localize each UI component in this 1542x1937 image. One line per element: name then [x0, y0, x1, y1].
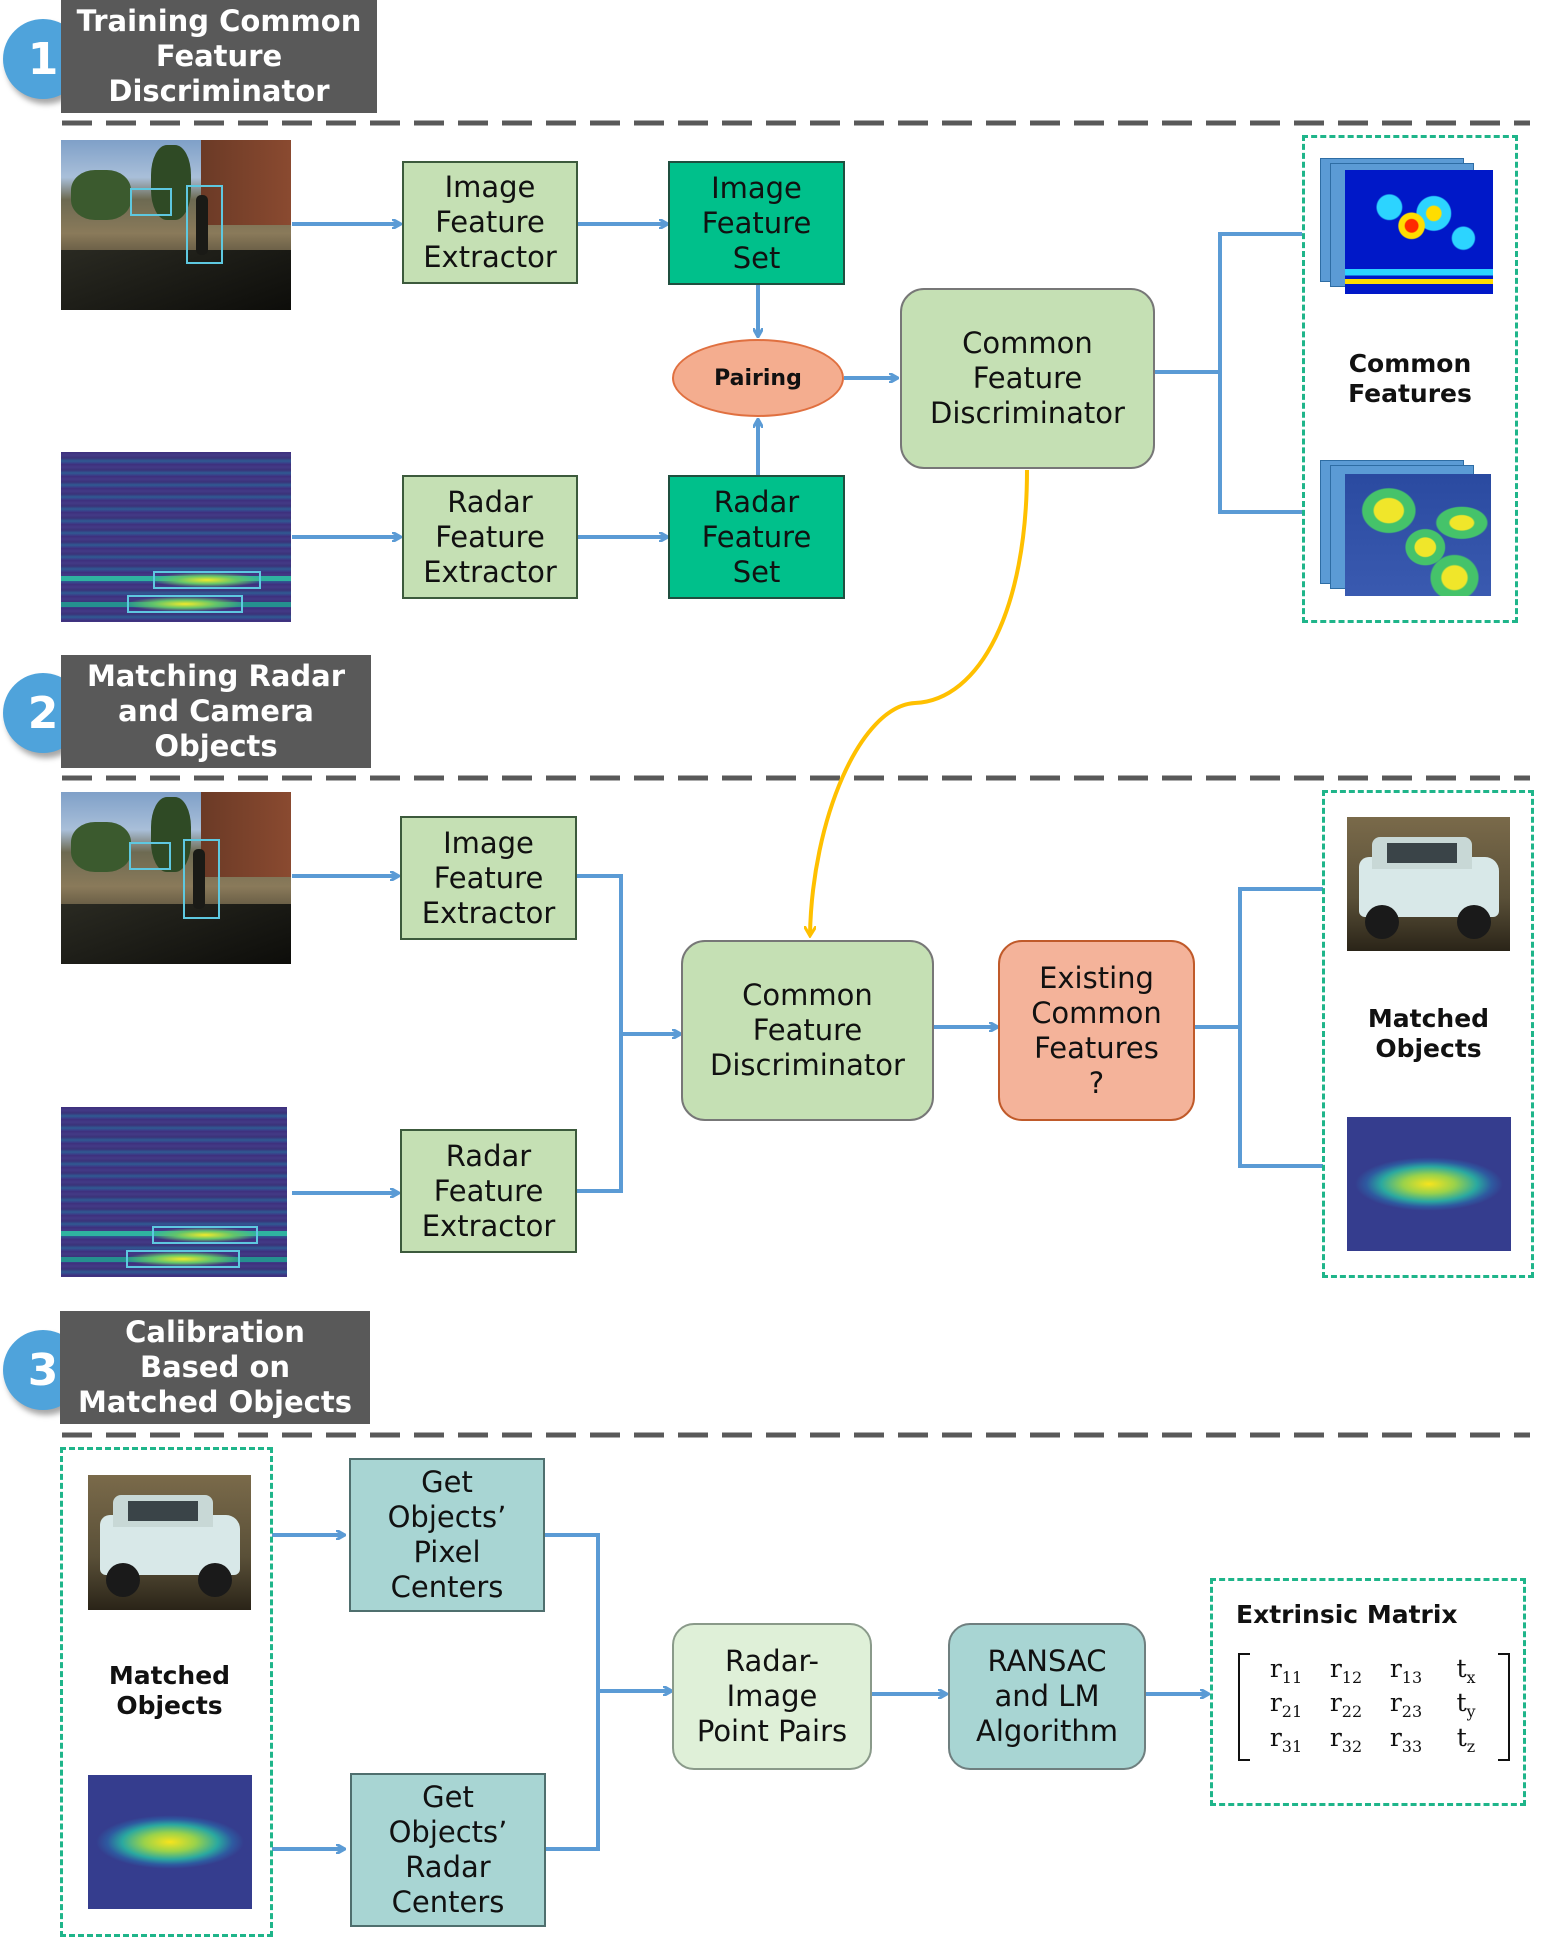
- matched-radar-heatmap: [88, 1775, 252, 1909]
- ransac-lm-algorithm: RANSAC and LM Algorithm: [948, 1623, 1146, 1770]
- matrix-entry: r21: [1269, 1688, 1303, 1722]
- get-pixel-centers: Get Objects’ Pixel Centers: [349, 1458, 545, 1612]
- existing-common-features-decision: Existing Common Features ?: [998, 940, 1195, 1121]
- matrix-entry: ty: [1456, 1688, 1476, 1722]
- matrix-entry: r11: [1269, 1653, 1303, 1687]
- feature-map-stack-top: [1320, 158, 1495, 298]
- matrix-entry: r32: [1329, 1723, 1363, 1757]
- matched-objects-label: Matched Objects: [108, 1661, 231, 1720]
- matrix-entry: r33: [1389, 1723, 1423, 1757]
- s1-radar-feature-extractor: Radar Feature Extractor: [402, 475, 578, 599]
- matched-objects-output-frame: [1322, 790, 1534, 1278]
- matched-objects-label: Matched Objects: [1367, 1004, 1490, 1063]
- bracket-s2-output-vert: [1238, 887, 1323, 1168]
- matched-car-image: [88, 1475, 251, 1610]
- matched-radar-heatmap: [1347, 1117, 1511, 1251]
- common-features-label: Common Features: [1348, 349, 1472, 408]
- matched-car-image: [1347, 817, 1510, 951]
- extrinsic-matrix-title: Extrinsic Matrix: [1236, 1600, 1458, 1629]
- s2-radar-feature-extractor: Radar Feature Extractor: [400, 1129, 577, 1253]
- arrow-discriminator-transfer: [810, 469, 1029, 935]
- matrix-entry: r12: [1329, 1653, 1363, 1687]
- extrinsic-matrix-frame: [1210, 1578, 1526, 1806]
- common-features-output-frame: [1302, 135, 1518, 623]
- radar-spectrum-image: [61, 1107, 287, 1277]
- radar-image-point-pairs: Radar- Image Point Pairs: [672, 1623, 872, 1770]
- stage-title-banner: Calibration Based on Matched Objects: [60, 1311, 370, 1424]
- s2-image-feature-extractor: Image Feature Extractor: [400, 816, 577, 940]
- s1-radar-feature-set: Radar Feature Set: [668, 475, 845, 599]
- get-radar-centers: Get Objects’ Radar Centers: [350, 1773, 546, 1927]
- extrinsic-matrix: r11 r12 r13 tx r21 r22 r23 ty r31 r32 r33 tz: [1238, 1653, 1510, 1761]
- stage-title-banner: Matching Radar and Camera Objects: [61, 655, 371, 768]
- stage-title-banner: Training Common Feature Discriminator: [61, 0, 377, 113]
- matrix-entry: r13: [1389, 1653, 1423, 1687]
- matched-objects-input-frame: [60, 1447, 273, 1937]
- matrix-entry: tx: [1456, 1653, 1476, 1687]
- s1-image-feature-extractor: Image Feature Extractor: [402, 161, 578, 284]
- matrix-entry: tz: [1456, 1723, 1476, 1757]
- pairing-node: Pairing: [672, 339, 844, 417]
- radar-spectrum-image: [61, 452, 291, 622]
- s1-common-feature-discriminator: Common Feature Discriminator: [900, 288, 1155, 469]
- s1-image-feature-set: Image Feature Set: [668, 161, 845, 285]
- wire-s3-centers-merge: [545, 1533, 600, 1851]
- matrix-entry: r31: [1269, 1723, 1303, 1757]
- street-camera-image: [61, 140, 291, 310]
- matrix-entry: r22: [1329, 1688, 1363, 1722]
- matrix-entry: r23: [1389, 1688, 1423, 1722]
- street-camera-image: [61, 792, 291, 964]
- bracket-s1-output-vert: [1218, 232, 1302, 514]
- s2-common-feature-discriminator: Common Feature Discriminator: [681, 940, 934, 1121]
- feature-map-stack-bottom: [1320, 460, 1495, 600]
- wire-s2-extractors-merge: [577, 874, 623, 1193]
